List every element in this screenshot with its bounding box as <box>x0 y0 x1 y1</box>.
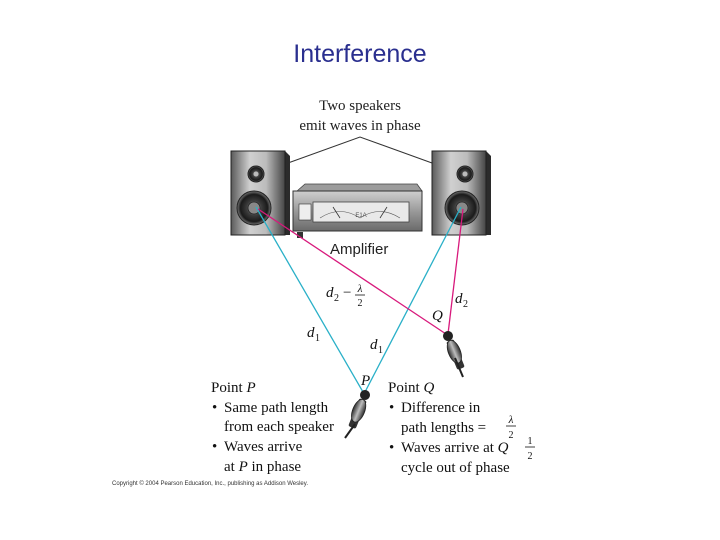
label-d2-sub: 2 <box>463 299 468 310</box>
point-p-bullet2-line2: at P in phase <box>224 459 301 475</box>
label-q: Q <box>432 308 443 324</box>
path-d1-right-to-p <box>364 206 462 393</box>
point-p-heading: Point P <box>211 380 256 396</box>
path-right-to-q <box>447 208 464 335</box>
point-q-bullet1-line2: path lengths = <box>401 420 486 436</box>
point-q-frac1-den: 2 <box>509 430 514 441</box>
caption-pointer-lines <box>287 136 433 164</box>
point-q-bullet2-line1: Waves arrive at Q <box>401 440 509 456</box>
point-p-bullet1-line2: from each speaker <box>224 419 334 435</box>
amplifier: E1A Amplifier <box>292 183 423 258</box>
point-p-description: Point P • Same path length from each spe… <box>211 380 334 475</box>
point-q-description: Point Q • Difference in path lengths = λ… <box>388 380 535 476</box>
amplifier-label: Amplifier <box>330 241 388 258</box>
label-d2-minus-sub: 2 <box>334 293 339 304</box>
label-d2: d <box>455 291 463 307</box>
point-p-bullet1-line1: Same path length <box>224 400 329 416</box>
caption-line1: Two speakers <box>319 98 401 114</box>
label-d2-minus-d: d <box>326 285 334 301</box>
point-q-bullet1-line1: Difference in <box>401 400 481 416</box>
label-lambda: λ <box>357 283 363 295</box>
slide-title: Interference <box>293 40 427 68</box>
caption-line2: emit waves in phase <box>299 118 421 134</box>
point-p-bullet2-line1: Waves arrive <box>224 439 303 455</box>
label-two: 2 <box>358 298 363 309</box>
point-q-bullet2-line2: cycle out of phase <box>401 460 510 476</box>
left-speaker <box>230 150 290 236</box>
microphone-p <box>344 390 370 439</box>
amplifier-meter-text: E1A <box>355 213 366 219</box>
point-q-frac2-num: 1 <box>528 436 533 447</box>
label-d1-left: d <box>307 325 315 341</box>
label-p: P <box>360 373 370 389</box>
label-d1-left-sub: 1 <box>315 333 320 344</box>
point-q-frac2-den: 2 <box>528 451 533 462</box>
point-q-heading: Point Q <box>388 380 434 396</box>
bullet-icon: • <box>212 439 217 455</box>
right-speaker <box>431 150 491 236</box>
path-d1-left-to-p <box>255 206 364 393</box>
path-lines <box>255 206 464 393</box>
label-minus-sign: − <box>343 285 351 301</box>
label-d1-right-sub: 1 <box>378 345 383 356</box>
point-q-frac1-num: λ <box>508 414 514 426</box>
caption: Two speakers emit waves in phase <box>287 98 433 164</box>
path-labels: d 2 − λ 2 d 2 d 1 d 1 Q P <box>307 283 468 389</box>
bullet-icon: • <box>389 440 394 456</box>
label-d1-right: d <box>370 337 378 353</box>
copyright-notice: Copyright © 2004 Pearson Education, Inc.… <box>112 481 308 487</box>
path-left-to-q <box>257 208 447 335</box>
microphone-q <box>443 331 465 378</box>
bullet-icon: • <box>389 400 394 416</box>
bullet-icon: • <box>212 400 217 416</box>
